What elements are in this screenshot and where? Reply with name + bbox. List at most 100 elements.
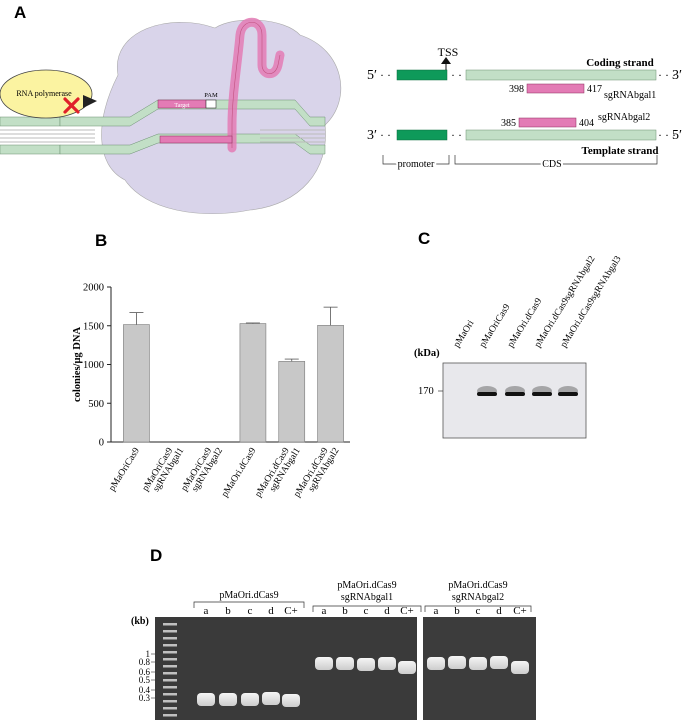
lane-label: pMaOri [452, 318, 477, 349]
gel-band [262, 692, 280, 705]
blot-band [505, 392, 525, 396]
lane-letter: a [322, 605, 327, 617]
bar [317, 325, 344, 443]
sgrna1-start: 398 [509, 84, 524, 95]
blocked-x-icon [63, 97, 80, 114]
gel-band [241, 693, 259, 706]
lane-letter: c [248, 605, 253, 617]
coding-strand-label: Coding strand [586, 57, 654, 69]
lane-letter: c [476, 605, 481, 617]
lane-letter: a [204, 605, 209, 617]
polymerase-arrow-icon [83, 95, 97, 108]
ladder-band [163, 672, 177, 675]
gel-group-bracket [312, 605, 422, 612]
gel-band [197, 693, 215, 706]
svg-text:· · ·: · · · [451, 68, 469, 82]
ladder-band [163, 714, 177, 717]
y-tick-label: 2000 [83, 283, 104, 294]
marker-170-label: 170 [418, 386, 434, 397]
gel-group-bracket [424, 605, 532, 612]
y-tick-label: 500 [88, 399, 104, 410]
cds-bracket [454, 155, 658, 165]
y-tick-label: 1500 [83, 321, 104, 332]
gene-map: 5′ · · · · · · · · 3′ TSS Coding strand … [367, 45, 682, 172]
kb-label: (kb) [131, 616, 149, 627]
bar [278, 361, 306, 443]
ladder-band [163, 651, 177, 654]
template-3prime: 3′ [367, 128, 377, 143]
lane-letter: d [496, 605, 502, 617]
ladder-band [163, 700, 177, 703]
bar [239, 323, 267, 443]
rna-polymerase-label: RNA polymerase [16, 89, 72, 98]
gel-group-label: pMaOri.dCas9 [448, 580, 507, 591]
target-box: Target PAM [157, 92, 218, 109]
pam-box [205, 99, 217, 109]
ladder-band [163, 679, 177, 682]
gel-band [469, 657, 487, 670]
lane-letter: b [454, 605, 460, 617]
gel-group-bracket [193, 601, 305, 608]
coding-5prime: 5′ [367, 68, 377, 83]
pam-label: PAM [204, 92, 218, 99]
kda-label: (kDa) [414, 348, 440, 359]
sgrna2-name: sgRNAbgal2 [598, 112, 650, 123]
promoter-label: promoter [398, 159, 435, 170]
ladder-band [163, 707, 177, 710]
svg-text:· · ·: · · · [658, 68, 676, 82]
tss-arrow-icon [441, 57, 451, 64]
y-tick-label: 1000 [83, 360, 104, 371]
chart-b: 0 500 1000 1500 2000 colonies/μg DNA pMaOriCas… [72, 283, 350, 499]
gel-group-label: sgRNAbgal2 [452, 592, 504, 603]
gel-group-label: sgRNAbgal1 [341, 592, 393, 603]
svg-text:CDS: CDS [542, 159, 561, 170]
promoter-box-template [396, 129, 448, 141]
panel-d-letter: D [150, 546, 162, 565]
category-label: pMaOriCas9 [107, 446, 142, 493]
cds-box-coding [465, 69, 657, 81]
template-strand-label: Template strand [582, 145, 659, 157]
cds-box-template [465, 129, 657, 141]
lane-letter: C+ [284, 605, 298, 617]
gel-group-label: pMaOri.dCas9 [219, 590, 278, 601]
sgrna2-box [518, 117, 577, 128]
lane-letter: C+ [400, 605, 414, 617]
ladder-band [163, 637, 177, 640]
y-axis-label: colonies/μg DNA [72, 327, 83, 402]
panel-a-letter: A [14, 3, 26, 22]
svg-text:· · ·: · · · [658, 128, 676, 142]
rna-polymerase: RNA polymerase [0, 69, 97, 119]
lane-letter: b [342, 605, 348, 617]
svg-text:· · ·: · · · [451, 128, 469, 142]
ladder-band [163, 623, 177, 626]
coding-3prime: 3′ [672, 68, 682, 83]
blot-band [532, 392, 552, 396]
ladder-band [163, 630, 177, 633]
cds-label: CDS [542, 159, 561, 170]
promoter-box-coding [396, 69, 448, 81]
gel-group-label: pMaOri.dCas9 [337, 580, 396, 591]
lane-letter: c [364, 605, 369, 617]
svg-text:· ·: · · [380, 128, 391, 142]
sgrna1-box [526, 83, 585, 94]
sgrna1-name: sgRNAbgal1 [604, 90, 656, 101]
ladder-band [163, 686, 177, 689]
bar [123, 324, 150, 443]
sgrna [159, 17, 285, 153]
gel-band [490, 656, 508, 669]
sgrna2-start: 385 [501, 118, 516, 129]
gel-band [448, 656, 466, 669]
gel-band [427, 657, 445, 670]
y-tick-label: 0 [99, 438, 104, 449]
ladder-label: 1 [146, 649, 151, 659]
ladder-label: 0.6 [139, 667, 151, 677]
promoter-bracket [382, 155, 450, 165]
lane-letter: b [225, 605, 231, 617]
blot-membrane [442, 362, 587, 439]
template-5prime: 5′ [672, 128, 682, 143]
lane-letter: d [268, 605, 274, 617]
gel-band [282, 694, 300, 707]
target-label: Target [174, 103, 189, 109]
